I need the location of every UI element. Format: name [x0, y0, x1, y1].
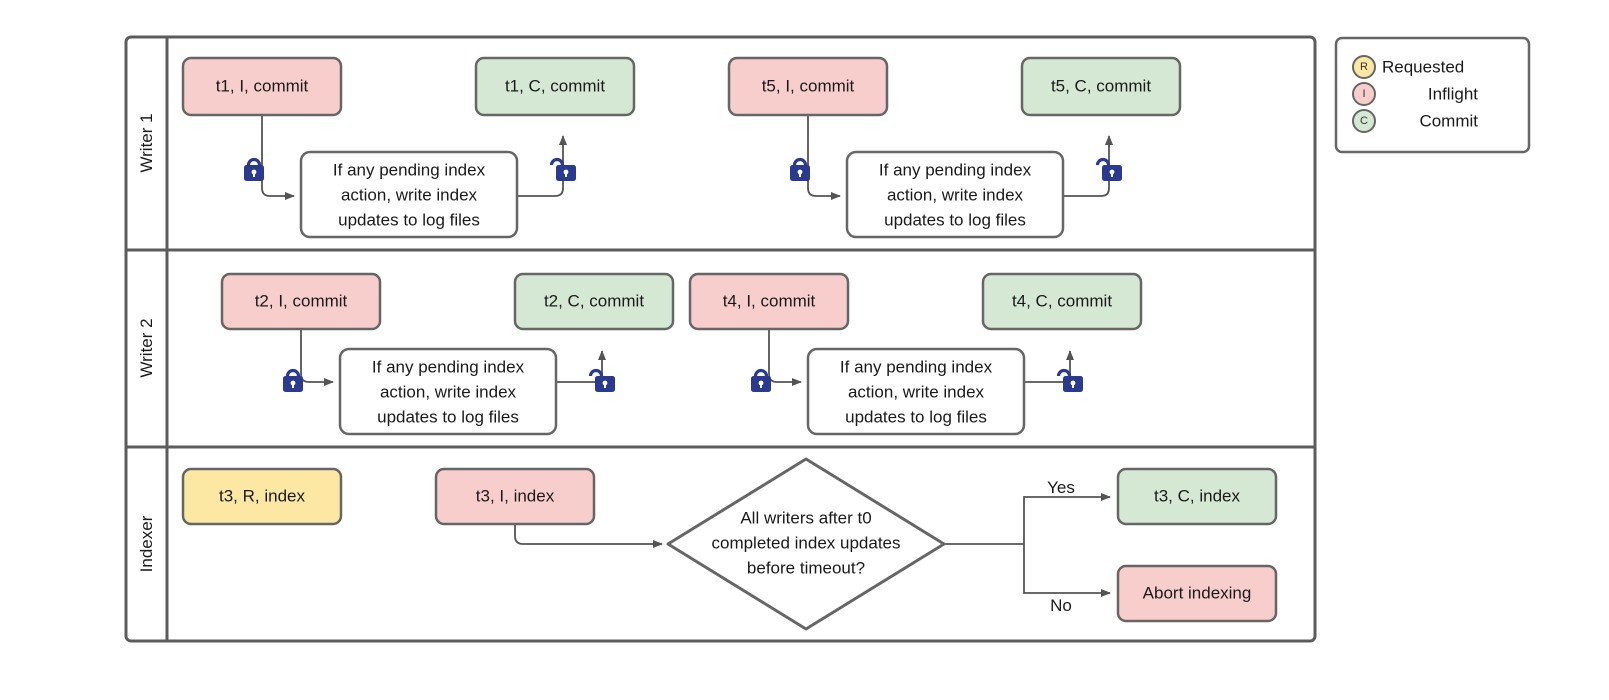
node-w2-t4-commit[interactable]: t4, C, commit [981, 272, 1143, 331]
legend-panel [1334, 36, 1531, 154]
node-ix-abort-indexing[interactable]: Abort indexing [1116, 564, 1278, 623]
process-w1-write-index-b[interactable]: If any pending index action, write index… [845, 150, 1065, 239]
lane-label-text: Indexer [137, 515, 156, 572]
node-label: t3, I, index [476, 486, 555, 505]
process-line-2: action, write index [341, 185, 478, 204]
node-w1-t1-inflight[interactable]: t1, I, commit [181, 56, 343, 117]
process-line-1: If any pending index [879, 160, 1032, 179]
process-w1-write-index-a[interactable]: If any pending index action, write index… [299, 150, 519, 239]
legend: R Requested I Inflight C Commit [1334, 36, 1531, 154]
node-box[interactable] [220, 272, 382, 331]
node-label: t3, R, index [219, 486, 305, 505]
node-ix-t3-commit[interactable]: t3, C, index [1116, 467, 1278, 526]
node-box[interactable] [981, 272, 1143, 331]
node-w2-t2-inflight[interactable]: t2, I, commit [220, 272, 382, 331]
decision-all-writers-completed[interactable]: All writers after t0 completed index upd… [666, 457, 946, 631]
node-box[interactable] [474, 56, 636, 117]
lane-label-text: Writer 2 [137, 318, 156, 377]
node-label: t5, C, commit [1051, 76, 1151, 95]
node-box[interactable] [1116, 467, 1278, 526]
node-w1-t5-commit[interactable]: t5, C, commit [1020, 56, 1182, 117]
node-label: t2, C, commit [544, 291, 644, 310]
lock-open-icon [1095, 157, 1122, 181]
node-box[interactable] [688, 272, 850, 331]
lane-label-writer-1: Writer 1 [137, 113, 156, 172]
lock-open-icon [549, 157, 576, 181]
legend-item-commit: C Commit [1352, 109, 1478, 133]
node-box[interactable] [727, 56, 889, 117]
node-label: t5, I, commit [762, 76, 855, 95]
node-label: t3, C, index [1154, 486, 1240, 505]
process-line-3: updates to log files [377, 407, 519, 426]
node-label: t4, C, commit [1012, 291, 1112, 310]
node-box[interactable] [1020, 56, 1182, 117]
node-label: t2, I, commit [255, 291, 348, 310]
lane-label-writer-2: Writer 2 [137, 318, 156, 377]
node-ix-t3-requested[interactable]: t3, R, index [181, 467, 343, 526]
legend-swatch-inflight-icon [1352, 82, 1376, 106]
process-w2-write-index-a[interactable]: If any pending index action, write index… [338, 347, 558, 436]
legend-item-inflight: I Inflight [1352, 82, 1478, 106]
decision-diamond[interactable] [666, 457, 946, 631]
lock-open-icon [588, 368, 615, 392]
process-box[interactable] [845, 150, 1065, 239]
lock-open-icon [1056, 368, 1083, 392]
node-w1-t5-inflight[interactable]: t5, I, commit [727, 56, 889, 117]
process-box[interactable] [338, 347, 558, 436]
decision-line-3: before timeout? [747, 558, 865, 577]
process-line-1: If any pending index [840, 357, 993, 376]
lane-label-text: Writer 1 [137, 113, 156, 172]
node-ix-t3-inflight[interactable]: t3, I, index [434, 467, 596, 526]
process-line-1: If any pending index [372, 357, 525, 376]
decision-line-1: All writers after t0 [740, 508, 871, 527]
node-label: t1, C, commit [505, 76, 605, 95]
node-w2-t4-inflight[interactable]: t4, I, commit [688, 272, 850, 331]
process-w2-write-index-b[interactable]: If any pending index action, write index… [806, 347, 1026, 436]
node-label: t4, I, commit [723, 291, 816, 310]
node-w1-t1-commit[interactable]: t1, C, commit [474, 56, 636, 117]
process-line-2: action, write index [887, 185, 1024, 204]
node-box[interactable] [181, 467, 343, 526]
legend-label: Inflight [1428, 84, 1478, 103]
lock-closed-icon [283, 368, 303, 392]
node-box[interactable] [1116, 564, 1278, 623]
node-box[interactable] [181, 56, 343, 117]
edge-label-no: No [1050, 596, 1072, 615]
indexer-edges: Yes No [514, 478, 1111, 615]
legend-swatch-requested-icon [1352, 55, 1376, 79]
node-label: t1, I, commit [216, 76, 309, 95]
process-line-2: action, write index [380, 382, 517, 401]
legend-glyph: C [1360, 115, 1368, 127]
node-label: Abort indexing [1143, 583, 1252, 602]
writer1-edges [261, 115, 1113, 200]
legend-glyph: R [1360, 61, 1368, 73]
legend-label: Requested [1382, 57, 1464, 76]
node-box[interactable] [513, 272, 675, 331]
process-box[interactable] [299, 150, 519, 239]
process-line-3: updates to log files [338, 210, 480, 229]
lock-closed-icon [790, 157, 810, 181]
edge-label-yes: Yes [1047, 478, 1075, 497]
legend-item-requested: R Requested [1352, 55, 1464, 79]
decision-line-2: completed index updates [711, 533, 900, 552]
process-line-2: action, write index [848, 382, 985, 401]
process-box[interactable] [806, 347, 1026, 436]
legend-glyph: I [1362, 88, 1365, 100]
lock-closed-icon [244, 157, 264, 181]
process-line-3: updates to log files [845, 407, 987, 426]
legend-swatch-commit-icon [1352, 109, 1376, 133]
lane-label-indexer: Indexer [137, 515, 156, 572]
process-line-1: If any pending index [333, 160, 486, 179]
node-w2-t2-commit[interactable]: t2, C, commit [513, 272, 675, 331]
process-line-3: updates to log files [884, 210, 1026, 229]
node-box[interactable] [434, 467, 596, 526]
legend-label: Commit [1419, 111, 1478, 130]
lock-closed-icon [751, 368, 771, 392]
